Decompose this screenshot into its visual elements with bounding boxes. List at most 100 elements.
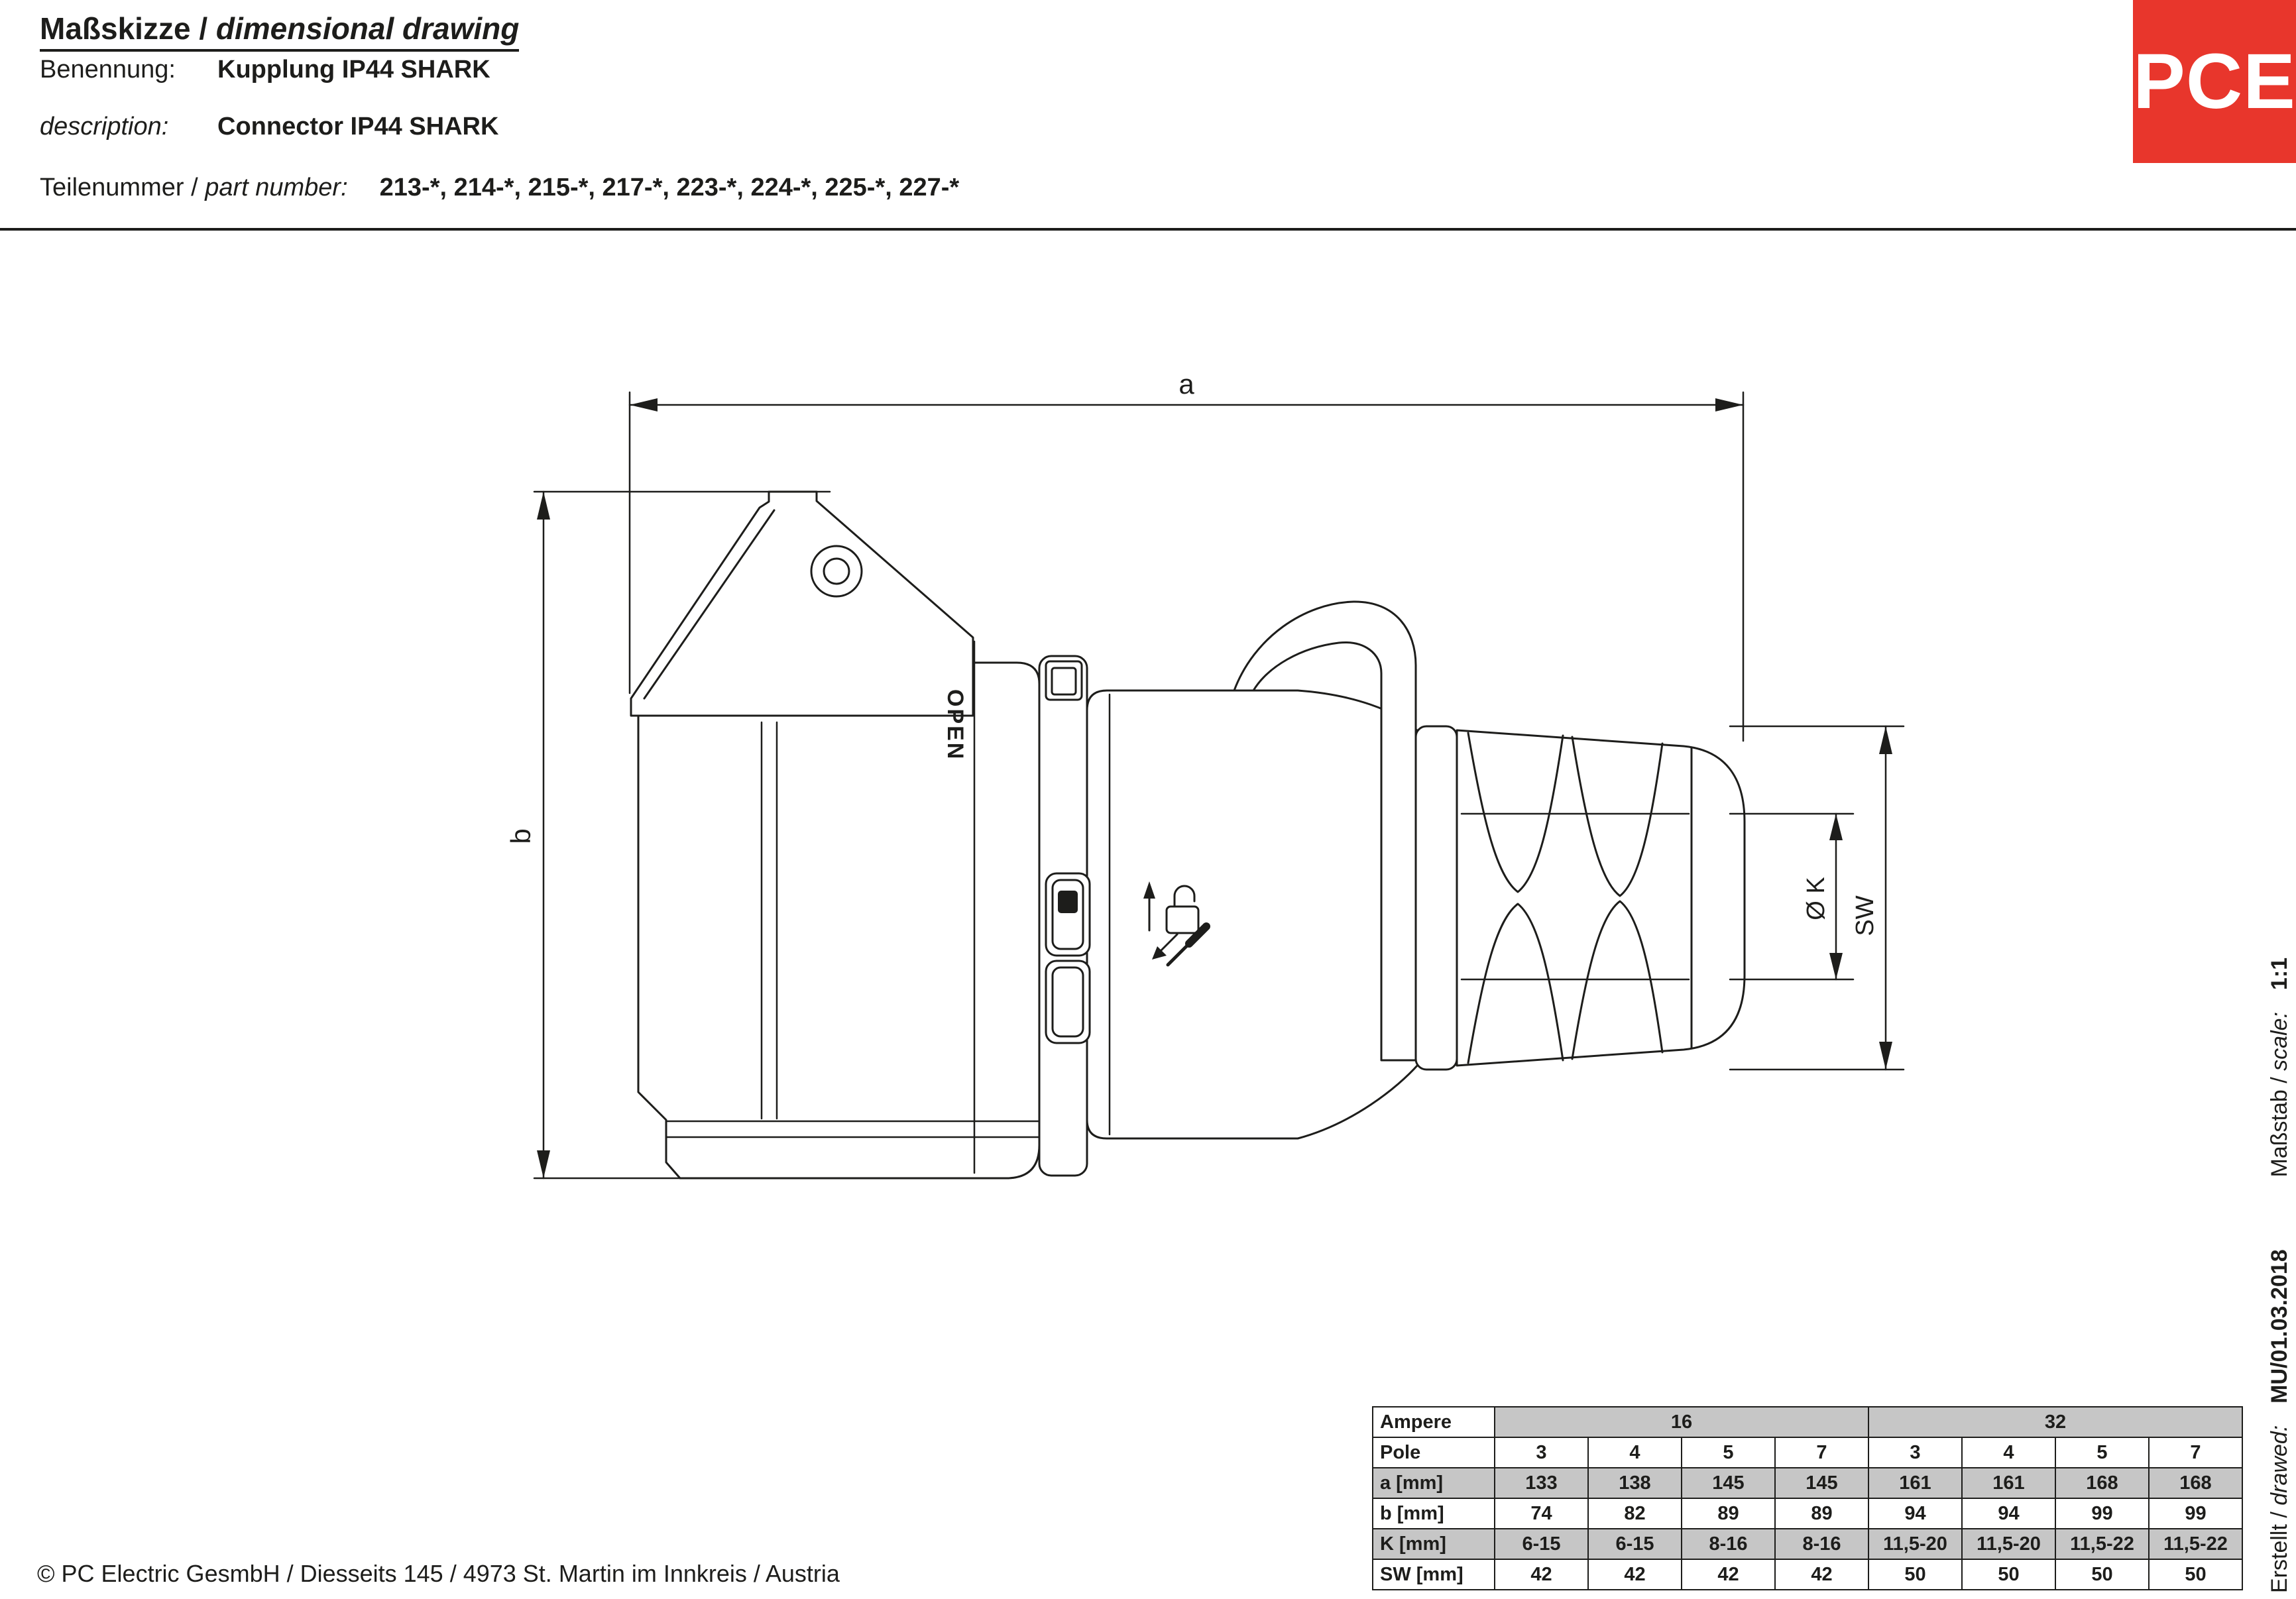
- dim-k-label: Ø K: [1802, 877, 1830, 920]
- a-value: 161: [1961, 1467, 2056, 1499]
- dimensions-table: Ampere 16 32 Pole 3 4 5 7 3 4 5 7 a [mm]…: [1372, 1406, 2243, 1590]
- part-number-row: Teilenummer / part number: 213-*, 214-*,…: [40, 174, 959, 202]
- pole-value: 5: [2055, 1437, 2150, 1468]
- a-value: 133: [1494, 1467, 1589, 1499]
- pole-value: 3: [1494, 1437, 1589, 1468]
- k-row-label: K [mm]: [1372, 1528, 1495, 1560]
- dim-b-label: b: [505, 828, 536, 844]
- page-title-en: dimensional drawing: [215, 11, 520, 46]
- grip-body: [1086, 689, 1420, 1140]
- connector-lid: [630, 490, 974, 717]
- table-row-pole: Pole 3 4 5 7 3 4 5 7: [1372, 1437, 2243, 1468]
- a-value: 138: [1587, 1467, 1682, 1499]
- pce-logo-text: PCE: [2133, 38, 2296, 125]
- sw-value: 42: [1774, 1559, 1869, 1590]
- copyright-line: © PC Electric GesmbH / Diesseits 145 / 4…: [37, 1560, 840, 1587]
- description-label: description:: [40, 113, 169, 140]
- dim-a-label: a: [1178, 368, 1194, 400]
- part-number-label-de: Teilenummer /: [40, 174, 198, 201]
- ampere-group-16: 16: [1494, 1406, 1869, 1438]
- a-value: 161: [1868, 1467, 1963, 1499]
- k-value: 11,5-20: [1868, 1528, 1963, 1560]
- side-note: Erstellt / drawed: MU/01.03.2018 Maßstab…: [2267, 958, 2293, 1593]
- gland-collar: [1414, 725, 1458, 1071]
- page-title-separator: /: [199, 11, 208, 46]
- a-value: 145: [1774, 1467, 1869, 1499]
- dimension-a: [628, 391, 1745, 742]
- name-label: Benennung:: [40, 56, 176, 83]
- sw-value: 42: [1494, 1559, 1589, 1590]
- a-value: 168: [2055, 1467, 2150, 1499]
- lid-inner-edge: [643, 509, 775, 700]
- b-value: 74: [1494, 1498, 1589, 1529]
- dimension-k: [1729, 812, 1855, 981]
- pole-value: 5: [1681, 1437, 1776, 1468]
- part-number-label: Teilenummer / part number:: [40, 174, 348, 202]
- ampere-row-label: Ampere: [1372, 1406, 1495, 1438]
- dimension-sw: [1729, 725, 1905, 1071]
- pole-value: 7: [1774, 1437, 1869, 1468]
- pole-value: 4: [1587, 1437, 1682, 1468]
- sw-value: 42: [1681, 1559, 1776, 1590]
- a-row-label: a [mm]: [1372, 1467, 1495, 1499]
- pole-value: 7: [2148, 1437, 2243, 1468]
- sw-value: 50: [1868, 1559, 1963, 1590]
- table-row-k: K [mm] 6-15 6-15 8-16 8-16 11,5-20 11,5-…: [1372, 1528, 2243, 1560]
- scale-label-de: Maßstab /: [2267, 1077, 2292, 1178]
- b-value: 94: [1868, 1498, 1963, 1529]
- b-value: 99: [2055, 1498, 2150, 1529]
- table-row-ampere: Ampere 16 32: [1372, 1406, 2243, 1438]
- b-value: 89: [1774, 1498, 1869, 1529]
- latch-thumb-pad: [1058, 891, 1078, 913]
- b-row-label: b [mm]: [1372, 1498, 1495, 1529]
- scale-value: 1:1: [2267, 957, 2292, 991]
- a-value: 145: [1681, 1467, 1776, 1499]
- latch-clip-upper: [1045, 872, 1091, 957]
- b-value: 82: [1587, 1498, 1682, 1529]
- lid-screw-hole-outer: [810, 545, 863, 598]
- k-value: 8-16: [1774, 1528, 1869, 1560]
- k-value: 11,5-22: [2055, 1528, 2150, 1560]
- pole-row-label: Pole: [1372, 1437, 1495, 1468]
- gland-body: [1456, 729, 1746, 1067]
- dim-sw-label: SW: [1851, 895, 1879, 936]
- pole-value: 4: [1961, 1437, 2056, 1468]
- table-row-a: a [mm] 133 138 145 145 161 161 168 168: [1372, 1467, 2243, 1499]
- page-title-de: Maßskizze: [40, 11, 191, 46]
- part-number-label-en: part number:: [205, 174, 348, 201]
- k-value: 11,5-22: [2148, 1528, 2243, 1560]
- name-value: Kupplung IP44 SHARK: [217, 56, 490, 83]
- pce-logo: PCE: [2133, 0, 2296, 163]
- open-padlock-icon: [1165, 885, 1200, 934]
- b-value: 99: [2148, 1498, 2243, 1529]
- name-row: Benennung: Kupplung IP44 SHARK: [40, 56, 490, 84]
- arrow-up-icon: [1143, 881, 1155, 932]
- description-row: description: Connector IP44 SHARK: [40, 113, 498, 141]
- carry-handle: [1233, 600, 1417, 1062]
- table-row-b: b [mm] 74 82 89 89 94 94 99 99: [1372, 1498, 2243, 1529]
- part-number-value: 213-*, 214-*, 215-*, 217-*, 223-*, 224-*…: [379, 174, 960, 201]
- k-value: 6-15: [1587, 1528, 1682, 1560]
- connector-body: [637, 661, 1041, 1180]
- sw-value: 50: [2055, 1559, 2150, 1590]
- connector-body-detail-lines: [665, 640, 1041, 1174]
- pole-value: 3: [1868, 1437, 1963, 1468]
- latch-clip-lower: [1045, 960, 1091, 1044]
- sw-value: 50: [2148, 1559, 2243, 1590]
- b-value: 94: [1961, 1498, 2056, 1529]
- screwdriver-icon: [1166, 922, 1210, 967]
- open-label: OPEN: [943, 689, 968, 761]
- lid-screw-hole-inner: [823, 557, 850, 585]
- page-title: Maßskizze / dimensional drawing: [40, 11, 520, 52]
- latch-window-outer: [1045, 660, 1083, 701]
- created-value: MU/01.03.2018: [2267, 1249, 2292, 1404]
- unlock-instruction-icons: [1143, 881, 1210, 967]
- created-label-de: Erstellt /: [2267, 1512, 2292, 1593]
- a-value: 168: [2148, 1467, 2243, 1499]
- sw-value: 42: [1587, 1559, 1682, 1590]
- gland-wave-slots: [1467, 732, 1664, 1064]
- description-value: Connector IP44 SHARK: [217, 113, 499, 140]
- arrow-diagonal-icon: [1152, 933, 1178, 960]
